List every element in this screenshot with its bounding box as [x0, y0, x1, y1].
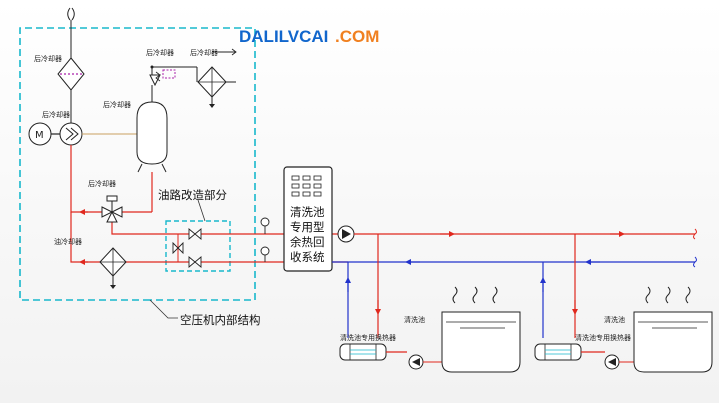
- retrofit-valves: [172, 228, 202, 268]
- exchanger-label-1: 清洗池专用换热器: [340, 333, 396, 342]
- motor-symbol-label: M: [35, 130, 44, 141]
- cleaning-pool-1: [441, 286, 521, 373]
- watermark-brand: DALILVCAI: [239, 27, 328, 46]
- system-title-line-2: 专用型: [290, 220, 325, 234]
- thermostatic-valve-icon: [101, 195, 123, 223]
- oil-cooler-line: [70, 212, 102, 263]
- compressor-boundary: [19, 27, 256, 301]
- aftercooler-label-top: 后冷却器: [34, 54, 62, 63]
- aftercooler-label-valve: 后冷却器: [146, 48, 174, 57]
- oil-return-line: [70, 145, 102, 213]
- oil-retrofit-label: 油路改造部分: [158, 188, 227, 202]
- oil-cooler-label: 油冷却器: [54, 237, 82, 246]
- air-intake-squiggle: [67, 7, 75, 21]
- oil-retrofit-boundary: [165, 220, 231, 272]
- steam-icon: [452, 286, 498, 304]
- compressor-internal-label: 空压机内部结构: [180, 313, 261, 327]
- aftercooler-label-left: 后冷却器: [42, 110, 70, 119]
- system-title-line-3: 余热回: [290, 235, 325, 249]
- system-title-line-1: 清洗池: [290, 205, 325, 219]
- pool-label-2: 清洗池: [604, 315, 625, 324]
- exchanger-label-2: 清洗池专用换热器: [575, 333, 631, 342]
- aftercooler-label-tank: 后冷却器: [103, 100, 131, 109]
- control-panel-icon: [291, 175, 322, 197]
- watermark-suffix: .COM: [335, 27, 379, 46]
- heat-exchanger-icon: [339, 343, 387, 361]
- internal-leader: [149, 299, 178, 319]
- steam-icon: [645, 286, 691, 304]
- gauge-icons: [260, 217, 270, 262]
- heat-exchanger-icon: [534, 343, 582, 361]
- retrofit-leader: [197, 199, 206, 222]
- pool-label-1: 清洗池: [404, 315, 425, 324]
- aftercooler-label-thermo: 后冷却器: [88, 179, 116, 188]
- cleaning-pool-2: [633, 286, 713, 373]
- aftercooler-label-right: 后冷却器: [190, 48, 218, 57]
- pressure-valve-icon: [162, 69, 176, 79]
- oil-hot-line: [111, 222, 348, 235]
- system-title-line-4: 收系统: [290, 250, 325, 264]
- separator-tank: [136, 101, 168, 165]
